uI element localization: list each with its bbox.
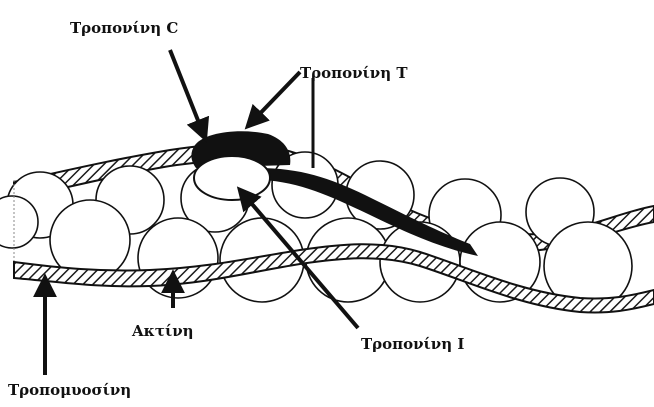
label-tropomyosin: Τροπομυοσίνη <box>8 381 131 399</box>
troponin-i-shape <box>194 156 270 200</box>
label-actin: Ακτίνη <box>131 322 194 340</box>
label-troponin-c: Τροπονίνη C <box>70 19 178 37</box>
label-troponin-i: Τροπονίνη I <box>361 335 464 353</box>
label-troponin-t: Τροπονίνη T <box>300 64 408 82</box>
troponin-c-arrow <box>170 50 205 138</box>
troponin-t-arrow <box>248 72 300 126</box>
